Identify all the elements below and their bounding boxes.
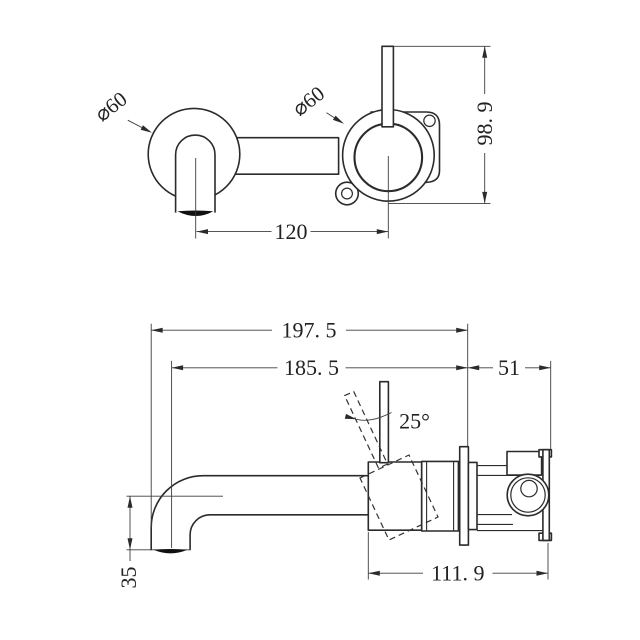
dim-body-length-label: 111. 9 bbox=[431, 560, 484, 585]
dim-centre-distance-label: 120 bbox=[275, 219, 308, 244]
angle-arrowhead bbox=[344, 413, 357, 420]
dim-spout-reach: 185. 5 bbox=[171, 355, 468, 380]
screw-hole-bottom-left bbox=[341, 187, 354, 200]
arrowhead bbox=[171, 365, 184, 371]
dim-spout-diameter-label: ⌀60 bbox=[90, 87, 131, 127]
dim-body-length: 111. 9 bbox=[367, 532, 549, 585]
handle-lever-rotated-dashed bbox=[343, 390, 389, 469]
inlet-port-ring bbox=[510, 477, 546, 513]
arrowhead bbox=[456, 327, 468, 333]
dim-mixer-diameter-label: ⌀60 bbox=[288, 81, 329, 121]
arrowhead bbox=[482, 46, 488, 58]
inlet-port-screw bbox=[520, 479, 538, 498]
mixer-handle-lever-front bbox=[381, 45, 395, 128]
dim-total-projection: 197. 5 bbox=[151, 317, 468, 342]
side-view: 25° 197. 5 185. 5 51 bbox=[116, 317, 553, 589]
leader-arrowhead bbox=[332, 115, 344, 124]
dim-handle-height: 98. 9 bbox=[388, 45, 497, 204]
dim-outlet-drop-label: 35 bbox=[116, 567, 141, 589]
arrowhead bbox=[368, 570, 380, 576]
aerator-side bbox=[153, 549, 188, 554]
handle-lever-side bbox=[378, 380, 390, 464]
dim-centre-distance: 120 bbox=[196, 219, 389, 244]
dim-mixer-diameter: ⌀60 bbox=[288, 81, 344, 124]
dim-handle-angle: 25° bbox=[344, 409, 430, 434]
dim-inwall-depth-label: 51 bbox=[498, 355, 520, 380]
dim-outlet-drop: 35 bbox=[116, 495, 223, 589]
spout-outer-profile bbox=[150, 474, 370, 551]
arrowhead bbox=[344, 413, 357, 420]
dim-handle-angle-label: 25° bbox=[399, 409, 430, 434]
arrowhead bbox=[536, 570, 548, 576]
valve-top-block bbox=[506, 450, 543, 476]
dim-spout-diameter: ⌀60 bbox=[90, 87, 152, 133]
arrowhead bbox=[127, 496, 133, 508]
arrowhead bbox=[539, 365, 551, 371]
arrowhead bbox=[332, 115, 344, 124]
screw-hole-top-right bbox=[423, 114, 436, 128]
body-cylinder bbox=[420, 460, 460, 532]
arrowhead bbox=[376, 229, 389, 235]
handle-base-cube bbox=[367, 461, 423, 531]
handle-base-rotated-dashed bbox=[359, 454, 439, 541]
leader-arrowhead bbox=[140, 125, 152, 133]
arrowhead bbox=[467, 365, 480, 371]
dim-inwall-depth: 51 bbox=[467, 355, 551, 380]
arrowhead bbox=[140, 125, 152, 133]
arrowhead bbox=[127, 538, 133, 550]
spout-inner-profile bbox=[189, 514, 370, 551]
arrowhead bbox=[482, 191, 488, 204]
inwall-valve bbox=[477, 448, 553, 542]
arrowhead bbox=[151, 327, 163, 333]
dim-total-projection-label: 197. 5 bbox=[282, 317, 337, 342]
dim-spout-reach-label: 185. 5 bbox=[284, 355, 339, 380]
dim-handle-height-label: 98. 9 bbox=[472, 102, 497, 146]
arrowhead bbox=[196, 229, 208, 235]
angle-arc bbox=[356, 412, 392, 421]
wall-tube bbox=[229, 136, 340, 175]
wall-flange bbox=[458, 445, 470, 546]
arrowhead bbox=[456, 365, 468, 371]
front-view: ⌀60 ⌀60 120 98. 9 bbox=[90, 45, 497, 244]
flange-spacer bbox=[467, 461, 478, 531]
